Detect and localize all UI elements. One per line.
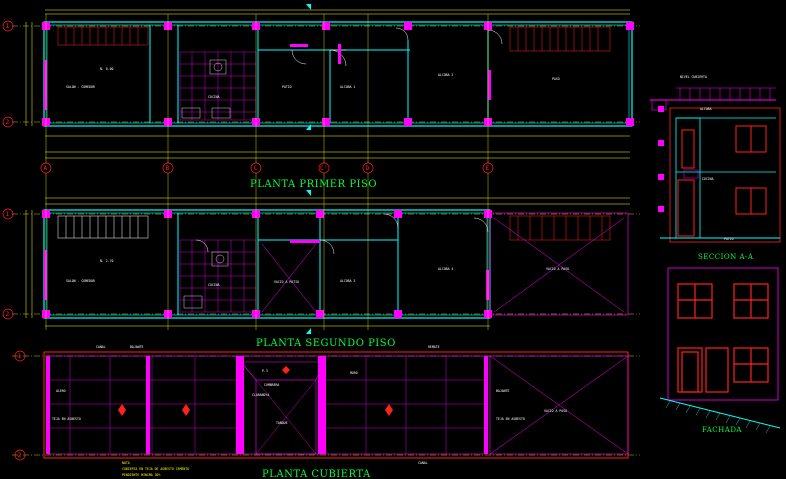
roof-canal: CANAL <box>96 345 106 349</box>
axis-col-d: D <box>366 165 370 172</box>
section-labels: NIVEL CUBIERTA ALCOBA COCINA PATIO <box>680 75 734 241</box>
roof-remate: REMATE <box>428 345 440 349</box>
section-a-a <box>650 87 781 243</box>
level-first: N. 0.00 <box>100 67 114 71</box>
roof-bajante-right: BAJANTE <box>496 389 510 393</box>
axis-col-c: C <box>254 165 258 172</box>
room-bedroom-3: ALCOBA 3 <box>340 279 355 283</box>
note-line-1: CUBIERTA EN TEJA DE ASBESTO CEMENTO <box>122 467 189 471</box>
section-top-label: NIVEL CUBIERTA <box>680 75 707 79</box>
axis-bubbles <box>2 4 494 461</box>
level-second: N. 2.70 <box>100 259 114 263</box>
room-garage: PASO <box>552 77 560 81</box>
roof-tanque: TANQUE <box>276 421 288 425</box>
axis-col-b: B <box>166 165 170 172</box>
first-floor-columns <box>42 22 634 126</box>
axis-row-2-b: 2 <box>6 311 10 318</box>
axis-row-1-c: 1 <box>18 353 22 360</box>
roof-plan <box>12 351 640 459</box>
roof-claraboya: CLARABOYA <box>252 393 269 397</box>
axis-row-1-a: 1 <box>6 23 10 30</box>
first-floor-plan <box>12 9 640 159</box>
section-mid-label: ALCOBA <box>700 107 712 111</box>
axis-labels: 1 2 1 2 1 2 A B C C' D E <box>6 23 490 459</box>
room-bedroom-2: ALCOBA 2 <box>438 73 453 77</box>
void-patio-2: VACIO A PATIO <box>274 280 299 284</box>
roof-canal-bottom: CANAL <box>418 461 428 465</box>
second-floor-plan <box>12 197 640 327</box>
room-living-2: SALON - COMEDOR <box>66 279 95 283</box>
facade-elevation <box>659 267 781 434</box>
roof-teja-right: TEJA EN ASBESTO <box>496 417 525 421</box>
notes-block: NOTA CUBIERTA EN TEJA DE ASBESTO CEMENTO… <box>122 461 189 477</box>
roof-pend: P.3 <box>262 369 268 373</box>
first-floor-title: PLANTA PRIMER PISO <box>250 179 377 190</box>
roof-labels: CANAL BAJANTE REMATE ALERO TEJA EN ASBES… <box>52 345 567 465</box>
axis-row-2-a: 2 <box>6 119 10 126</box>
room-kitchen-1: COCINA <box>208 95 220 99</box>
roof-muro: MURO <box>350 371 358 375</box>
room-kitchen-2: COCINA <box>208 283 220 287</box>
axis-col-a: A <box>44 165 48 172</box>
roof-plan-title: PLANTA CUBIERTA <box>262 469 371 479</box>
axis-col-e: E <box>486 165 490 172</box>
room-patio-1: PATIO <box>282 85 292 89</box>
second-floor-title: PLANTA SEGUNDO PISO <box>256 338 396 349</box>
note-line-2: PENDIENTE MINIMA 30% <box>122 473 160 477</box>
second-floor-columns <box>42 210 492 318</box>
axis-col-c2: C' <box>320 165 327 172</box>
facade-title: FACHADA <box>702 426 742 434</box>
roof-alero: ALERO <box>56 389 66 393</box>
room-living-1: SALON - COMEDOR <box>66 85 95 89</box>
room-labels-first: SALON - COMEDOR N. 0.00 COCINA PATIO ALC… <box>66 67 560 99</box>
roof-bajante: BAJANTE <box>130 345 144 349</box>
void-paso-2: VACIO A PASO <box>546 267 569 271</box>
roof-cumbrera: CUMBRERA <box>264 383 279 387</box>
note-title: NOTA <box>122 461 130 465</box>
roof-vacio-paso: VACIO A PASO <box>544 409 567 413</box>
roof-teja-left: TEJA EN ASBESTO <box>52 417 81 421</box>
room-labels-second: SALON - COMEDOR N. 2.70 COCINA VACIO A P… <box>66 259 569 287</box>
section-low-label: COCINA <box>702 177 714 181</box>
section-title: SECCION A-A <box>698 253 754 261</box>
section-base-label: PATIO <box>724 237 734 241</box>
axis-row-1-b: 1 <box>6 211 10 218</box>
room-bedroom-1: ALCOBA 1 <box>340 85 355 89</box>
room-bedroom-4: ALCOBA 4 <box>438 267 453 271</box>
axis-row-2-c: 2 <box>18 452 22 459</box>
